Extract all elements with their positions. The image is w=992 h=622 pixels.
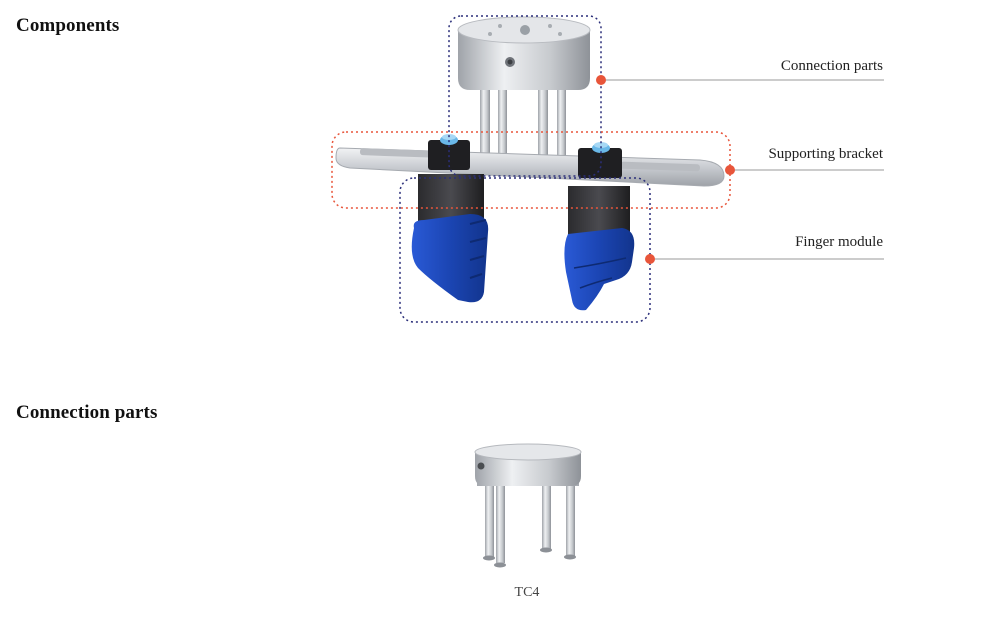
finger-module-outline [399,177,651,323]
callout-dot-supporting-bracket [725,165,735,175]
product-caption: TC4 [514,585,540,600]
finger-module-right [564,186,635,311]
supporting-bracket-part [335,134,725,187]
section-title-components: Components [16,15,120,36]
section-title-connection-parts: Connection parts [16,402,158,423]
tc4-product-image [474,443,582,568]
callout-label-connection-parts: Connection parts [780,58,883,74]
connection-parts-part [457,16,591,173]
callout-dot-finger-module [645,254,655,264]
callout-dot-connection-parts [596,75,606,85]
callout-label-supporting-bracket: Supporting bracket [768,146,883,162]
finger-module-left [411,174,489,303]
callout-label-finger-module: Finger module [795,234,883,250]
connection-parts-outline [448,15,602,177]
